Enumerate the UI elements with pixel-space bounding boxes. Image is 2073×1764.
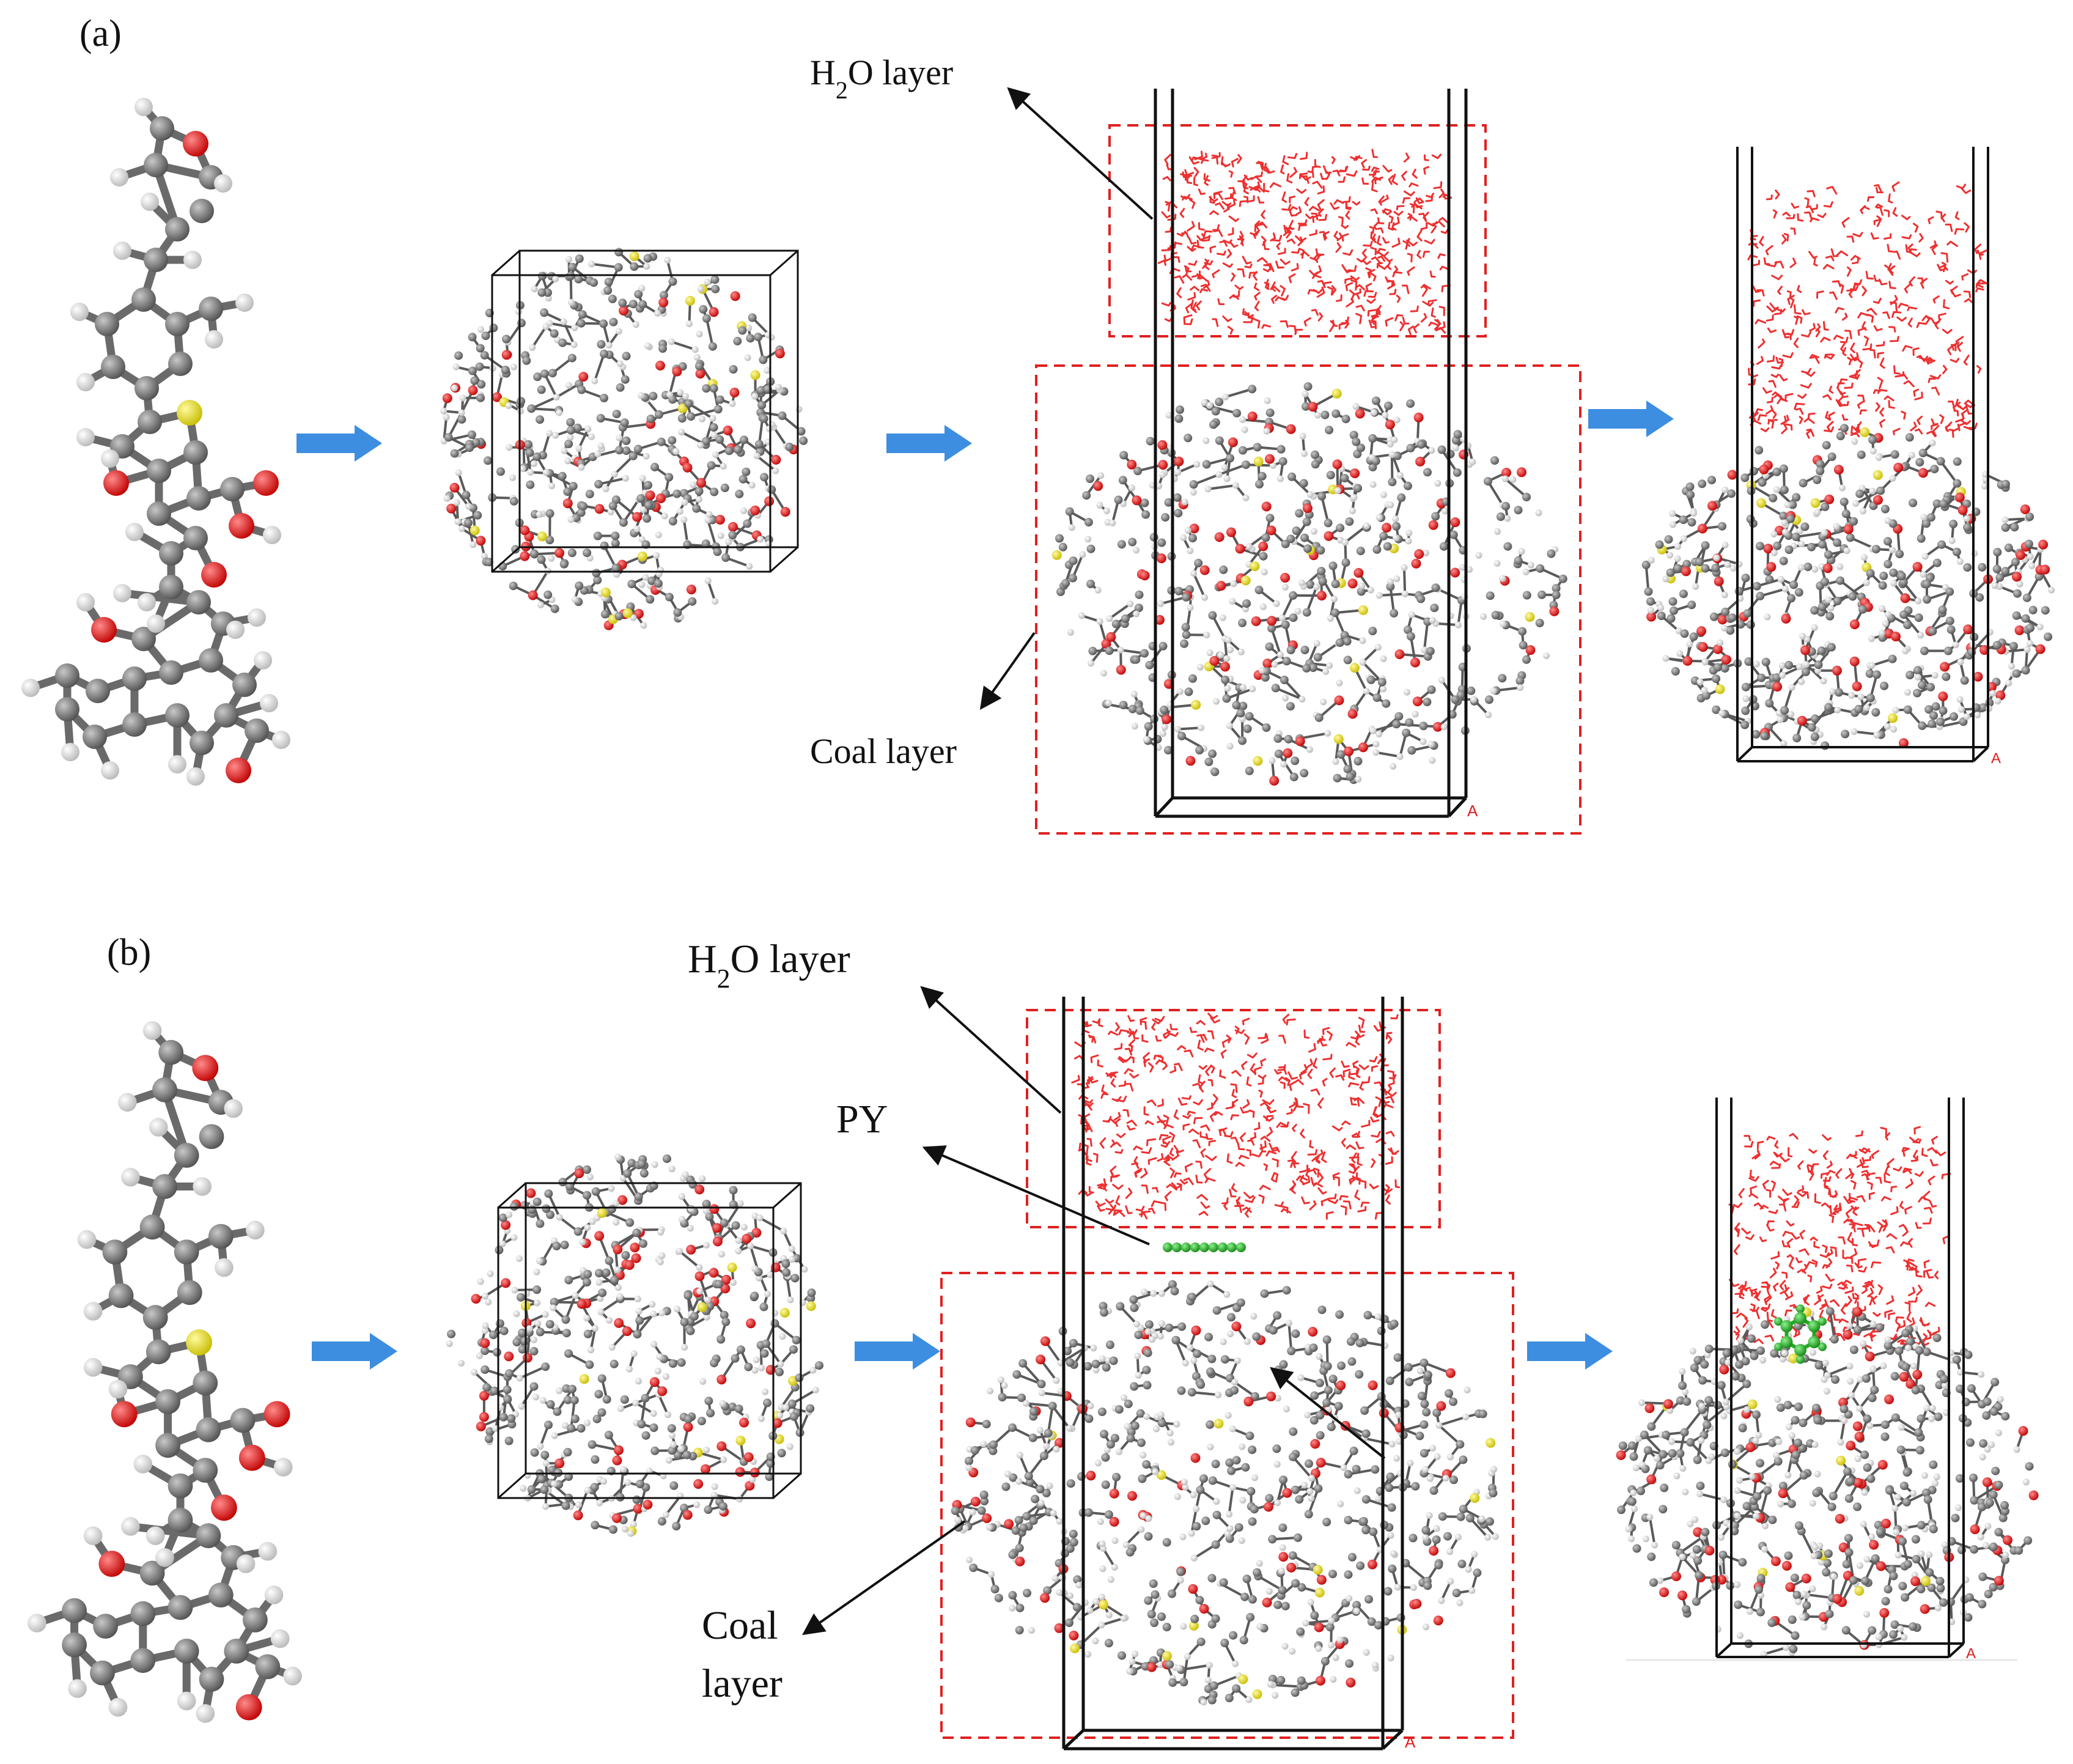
coal-layer-label-b-line2: layer [702,1661,782,1706]
coal-pointer-arrow-a [979,632,1036,710]
py-pointer-arrow-b [922,1145,1150,1246]
coal-molecule-a [21,98,290,786]
h2o-pointer-arrow-a [1007,87,1154,220]
adsorbed-pyridine-b [1773,1304,1827,1364]
coal-dashed-box-a [1035,364,1581,835]
h2o-layer-label-b: H2O layer [688,937,850,994]
simulation-cell-a: A [1035,89,1581,835]
coal-layer-label-b-line1: Coal [702,1603,778,1648]
py-label-b: PY [836,1097,888,1142]
panel-b-label: (b) [107,932,151,973]
inner-pointer-arrow-b [1270,1367,1386,1460]
final-cell-a: A [1641,147,2055,767]
h2o-dashed-box-b [1026,1009,1441,1228]
coal-layer-label-a: Coal layer [810,731,957,771]
amorphous-coal-box-a [440,248,808,630]
cell-walls-a [1154,89,1468,818]
panel-b: (b) A [28,932,2039,1751]
process-arrow-b3 [1527,1333,1613,1370]
process-arrow-a1 [296,425,382,462]
process-arrow-a2 [886,425,972,462]
coal-molecule-b [28,1021,302,1723]
panel-a: (a) A H [21,13,2055,835]
axis-mark-a2: A [1991,750,2001,767]
h2o-layer-label-a: H2O layer [810,53,953,104]
process-arrow-b1 [312,1333,397,1370]
pyridine-molecule-b [1163,1242,1246,1252]
axis-mark-a: A [1467,802,1478,820]
axis-mark-b2: A [1966,1645,1976,1662]
final-cell-b: A [1616,1098,2039,1662]
process-arrow-b2 [855,1333,940,1370]
cell-walls-b [1062,997,1404,1751]
simulation-cell-b: A [940,997,1514,1751]
amorphous-coal-box-b [446,1153,823,1537]
h2o-pointer-arrow-b [920,986,1062,1114]
coal-dashed-box-b [940,1272,1514,1739]
panel-a-label: (a) [79,13,122,54]
coal-pointer-arrow-b [802,1520,966,1636]
process-arrow-a3 [1588,400,1674,437]
axis-mark-b: A [1405,1733,1416,1751]
h2o-dashed-box-a [1108,124,1487,338]
